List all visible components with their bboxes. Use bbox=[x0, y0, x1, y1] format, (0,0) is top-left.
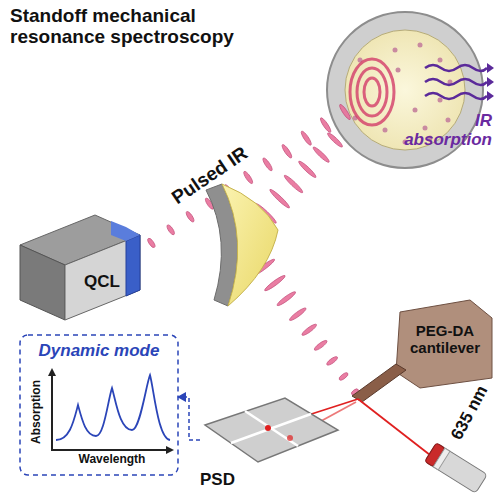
psd-box: PSD bbox=[200, 392, 340, 496]
qcl-label-box: QCL bbox=[62, 258, 142, 310]
cantilever-box: PEG-DA cantilever bbox=[400, 312, 490, 380]
spectrum-plot bbox=[48, 368, 174, 454]
sample-disc bbox=[327, 12, 494, 168]
component-name: PSD bbox=[200, 470, 235, 490]
psd-plate bbox=[205, 398, 338, 462]
dashed-frame bbox=[20, 335, 178, 475]
axis-label: Wavelength bbox=[52, 453, 172, 467]
cantilever-holder bbox=[352, 300, 492, 402]
laser-635 bbox=[425, 443, 488, 493]
signal-arrow bbox=[178, 397, 200, 440]
mode-title: Dynamic mode bbox=[20, 341, 178, 361]
absorption-label: IR absorption bbox=[396, 112, 492, 149]
parabolic-mirror bbox=[206, 184, 278, 306]
axis-label: Absorption bbox=[30, 380, 44, 444]
dynamic-mode-box: Dynamic modeAbsorptionWavelength bbox=[20, 335, 178, 475]
figure-title: Standoff mechanical resonance spectrosco… bbox=[10, 6, 245, 48]
qcl-device bbox=[20, 215, 140, 320]
component-name: PEG-DA cantilever bbox=[402, 322, 488, 357]
wavelength-label: 635 nm bbox=[448, 383, 492, 444]
device-name: QCL bbox=[62, 272, 142, 292]
